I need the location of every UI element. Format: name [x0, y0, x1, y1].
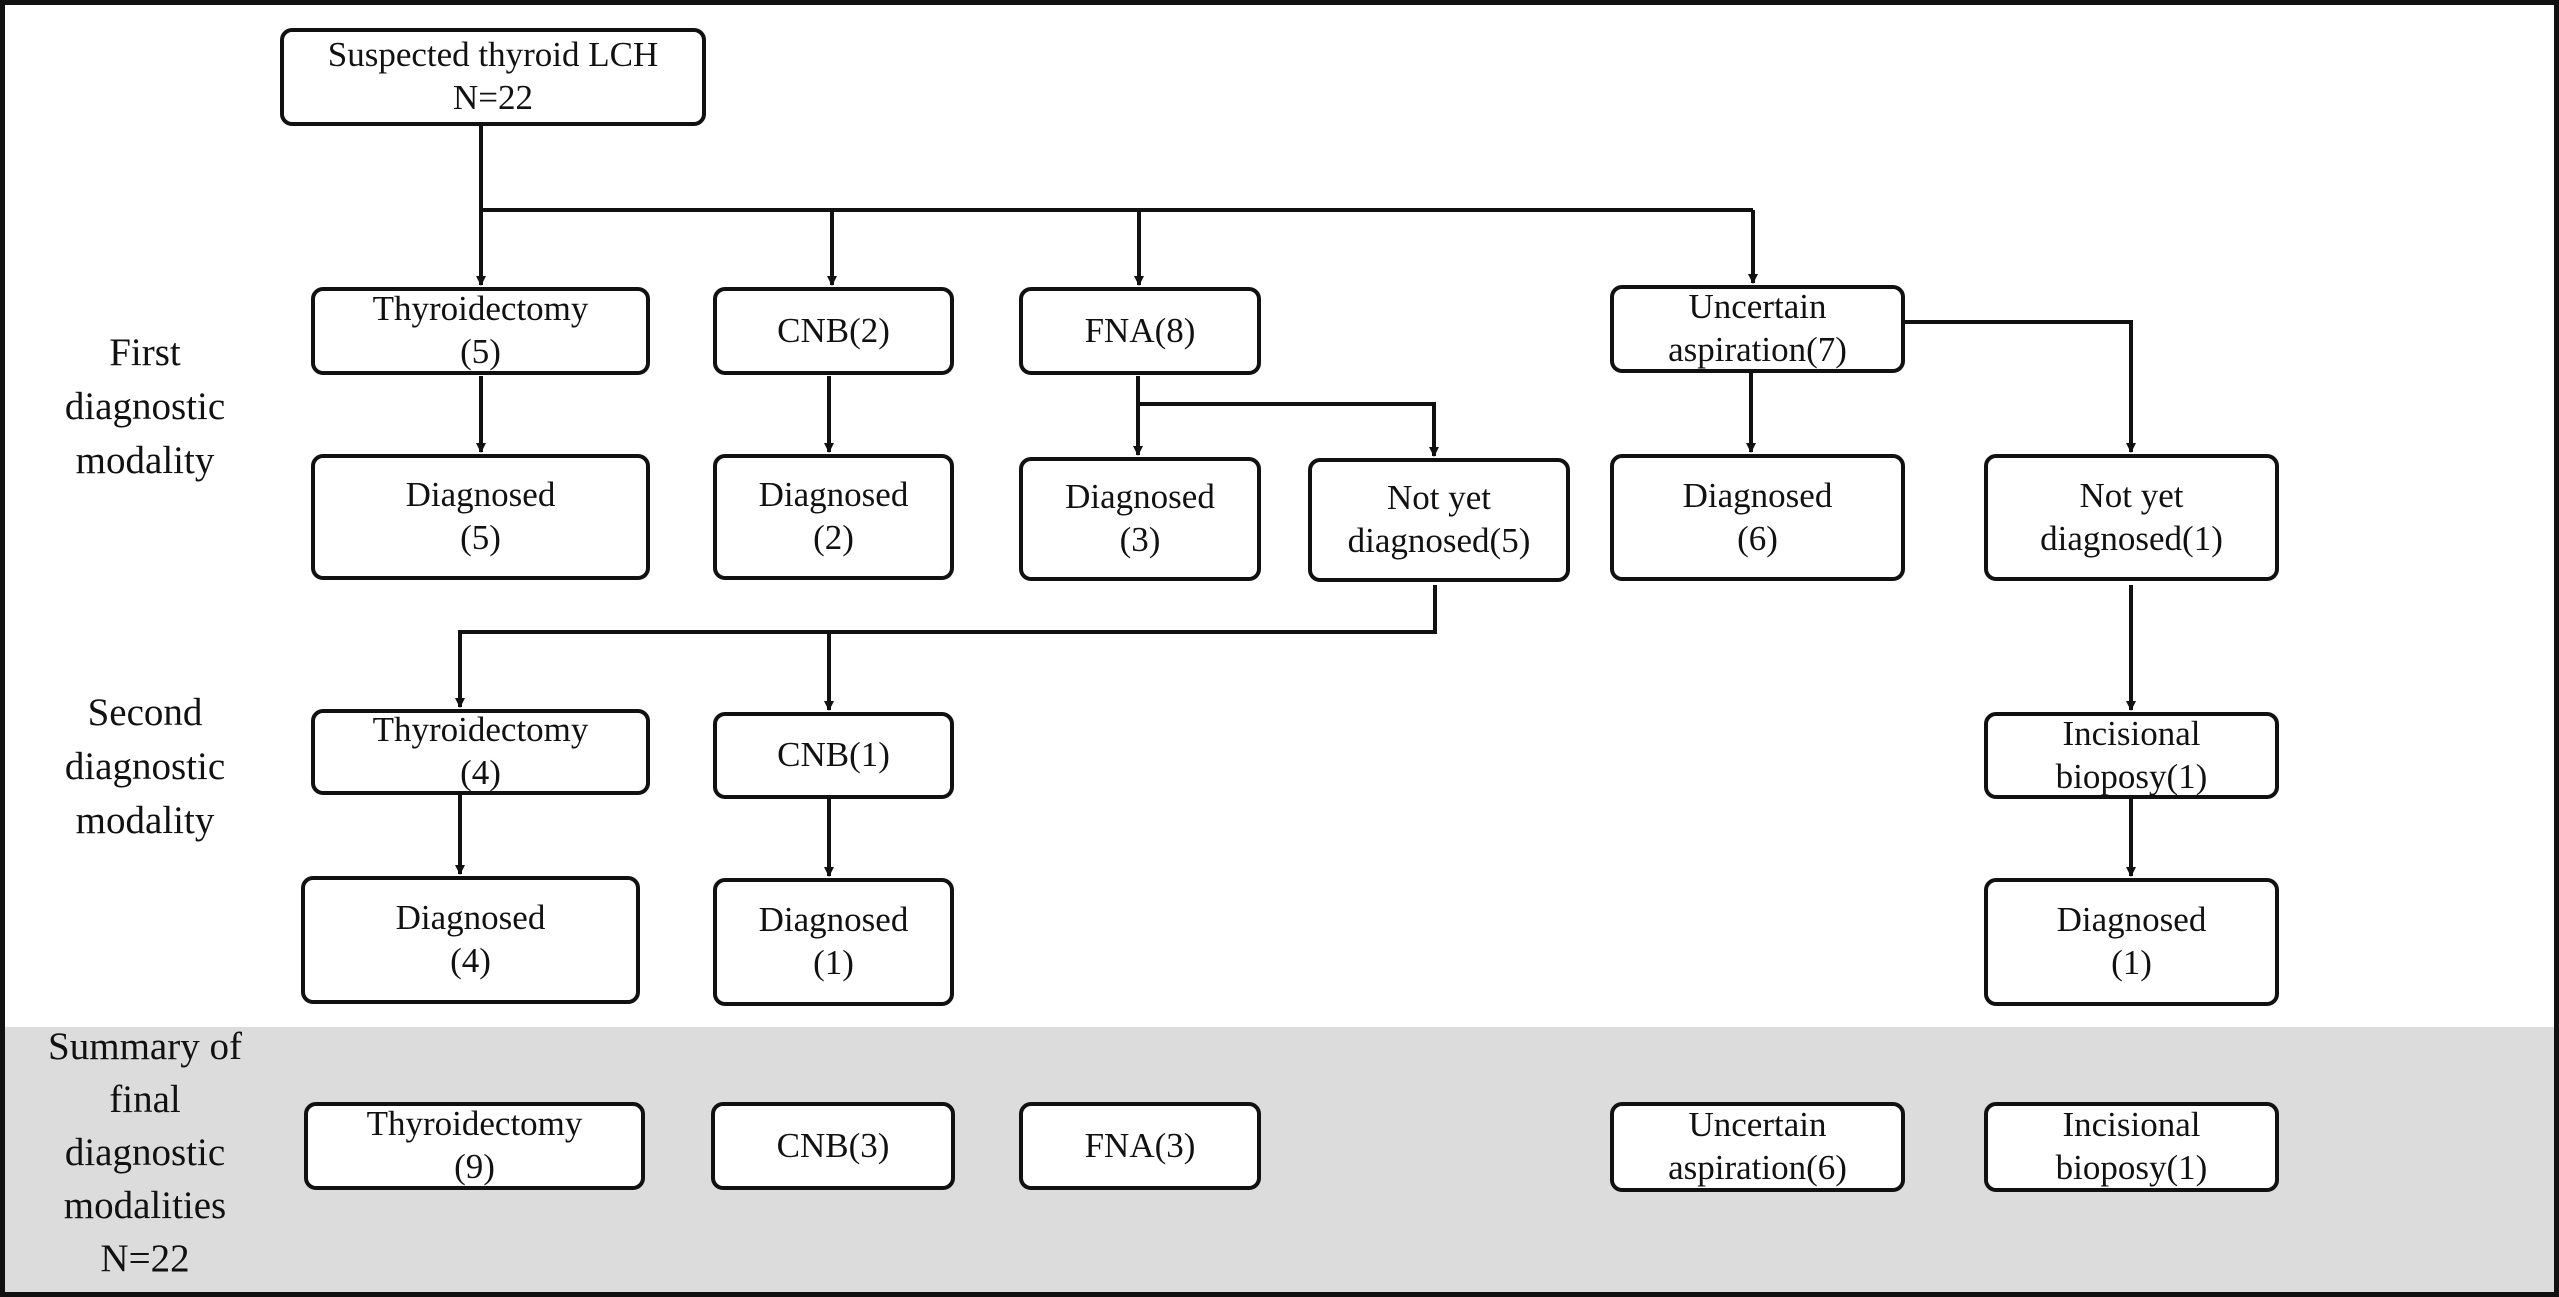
node-label: CNB(1) — [777, 735, 890, 775]
node-label: FNA(8) — [1084, 310, 1196, 350]
first-cnb-diagnosed-node: Diagnosed (2) — [713, 454, 954, 580]
node-label: FNA(3) — [1084, 1125, 1196, 1165]
node-label: Diagnosed — [1065, 477, 1215, 517]
stage-label-first: First diagnostic modality — [30, 326, 260, 487]
first-fna-diagnosed-node: Diagnosed (3) — [1019, 457, 1261, 581]
start-node-count: N=22 — [452, 78, 533, 117]
node-count: (3) — [1119, 520, 1161, 559]
first-cnb-node: CNB(2) — [713, 287, 954, 375]
first-uncertain-node: Uncertain aspiration(7) — [1610, 285, 1905, 373]
node-label: Not yet — [1386, 478, 1491, 518]
node-count: (4) — [450, 941, 491, 980]
node-label: Diagnosed — [395, 898, 546, 938]
node-count: (9) — [454, 1147, 495, 1186]
first-uncertain-not-yet-node: Not yet diagnosed(1) — [1984, 454, 2279, 581]
stage-label-line: diagnostic — [64, 384, 226, 428]
stage-label-summary: Summary of final diagnostic modalities N… — [20, 1020, 270, 1285]
arrow-fna-to-not-yet — [1138, 402, 1439, 457]
stage-label-line: N=22 — [100, 1237, 190, 1281]
stage-label-line: First — [109, 331, 181, 374]
summary-cnb-node: CNB(3) — [711, 1102, 955, 1190]
stage-label-line: diagnostic — [64, 1131, 226, 1175]
node-label: Thyroidectomy — [372, 289, 589, 329]
stage-label-line: diagnostic — [64, 744, 226, 788]
stage-label-line: modality — [75, 798, 215, 842]
first-fna-not-yet-node: Not yet diagnosed(5) — [1308, 458, 1570, 582]
node-count: bioposy(1) — [2055, 1148, 2208, 1187]
summary-thyroidectomy-node: Thyroidectomy (9) — [304, 1102, 645, 1190]
arrow-uncertain-to-not-yet — [1904, 320, 2136, 453]
stage-label-line: final — [109, 1078, 181, 1122]
second-cnb-node: CNB(1) — [713, 712, 954, 799]
second-cnb-diagnosed-node: Diagnosed (1) — [713, 878, 954, 1006]
stage-label-line: Summary of — [48, 1025, 242, 1068]
first-thyroidectomy-diagnosed-node: Diagnosed (5) — [311, 454, 650, 580]
node-count: aspiration(6) — [1668, 1148, 1847, 1187]
node-label: Diagnosed — [1682, 475, 1833, 515]
second-thyroidectomy-node: Thyroidectomy (4) — [311, 709, 650, 795]
summary-fna-node: FNA(3) — [1019, 1102, 1261, 1190]
node-count: (4) — [460, 753, 501, 792]
stage-label-second: Second diagnostic modality — [30, 686, 260, 847]
node-label: Diagnosed — [405, 475, 556, 515]
arrow-not-yet-to-second-modalities — [455, 585, 1437, 708]
node-label: Diagnosed — [758, 475, 909, 515]
node-count: (1) — [2111, 943, 2152, 982]
stage-label-line: Second — [87, 691, 203, 734]
first-fna-node: FNA(8) — [1019, 287, 1261, 375]
node-count: (6) — [1737, 518, 1778, 558]
node-count: aspiration(7) — [1668, 330, 1847, 369]
summary-uncertain-node: Uncertain aspiration(6) — [1610, 1102, 1905, 1192]
node-label: Incisional — [2062, 1105, 2201, 1145]
node-label: CNB(3) — [776, 1125, 890, 1165]
node-label: CNB(2) — [777, 310, 890, 350]
stage-label-line: modality — [75, 438, 215, 482]
node-label: Thyroidectomy — [366, 1104, 583, 1144]
node-label: Not yet — [2079, 475, 2184, 515]
node-count: (2) — [813, 518, 854, 557]
node-count: (5) — [460, 332, 501, 371]
node-label: Thyroidectomy — [372, 710, 589, 750]
node-label: Uncertain — [1688, 1105, 1827, 1145]
node-label: Uncertain — [1688, 287, 1827, 327]
second-incisional-node: Incisional bioposy(1) — [1984, 712, 2279, 799]
start-node-title: Suspected thyroid LCH — [327, 35, 659, 75]
second-incisional-diagnosed-node: Diagnosed (1) — [1984, 878, 2279, 1006]
node-label: Diagnosed — [758, 900, 909, 940]
node-count: diagnosed(5) — [1347, 521, 1531, 560]
stage-label-line: modalities — [63, 1184, 227, 1228]
node-label: Diagnosed — [2056, 900, 2207, 940]
node-count: (5) — [460, 518, 501, 557]
summary-incisional-node: Incisional bioposy(1) — [1984, 1102, 2279, 1192]
node-count: bioposy(1) — [2055, 756, 2208, 796]
first-thyroidectomy-node: Thyroidectomy (5) — [311, 287, 650, 375]
node-label: Incisional — [2062, 713, 2201, 753]
first-uncertain-diagnosed-node: Diagnosed (6) — [1610, 454, 1905, 581]
node-count: diagnosed(1) — [2040, 518, 2223, 558]
node-count: (1) — [813, 943, 854, 982]
start-node: Suspected thyroid LCH N=22 — [280, 28, 706, 126]
second-thyroidectomy-diagnosed-node: Diagnosed (4) — [301, 876, 640, 1004]
